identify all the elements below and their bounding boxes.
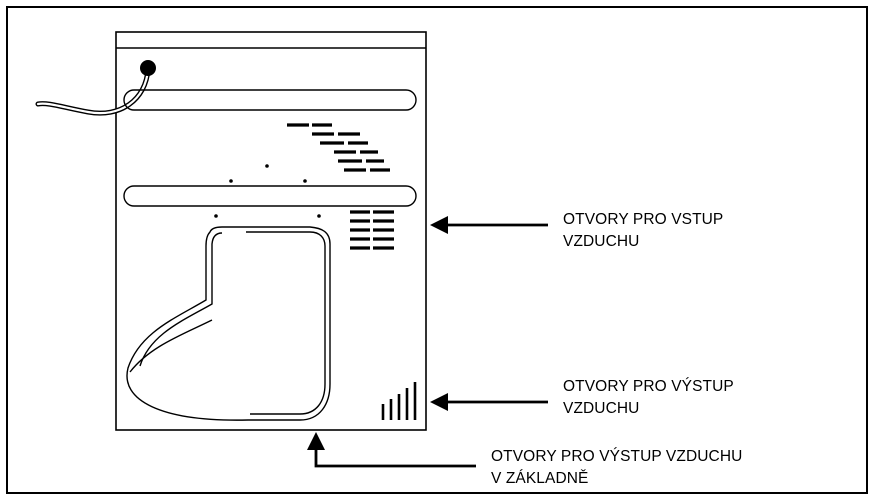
screw-dots [214,164,321,218]
label-air-outlet-line1: OTVORY PRO VÝSTUP [563,378,734,395]
label-base-outlet: OTVORY PRO VÝSTUP VZDUCHU V ZÁKLADNĚ [491,446,742,490]
label-base-outlet-line1: OTVORY PRO VÝSTUP VZDUCHU [491,448,743,465]
diagram-frame [6,6,868,494]
appliance-outline [115,31,427,431]
air-inlet-vents [350,210,394,250]
label-base-outlet-line2: V ZÁKLADNĚ [491,470,589,487]
label-air-inlet-line1: OTVORY PRO VSTUP [563,211,724,228]
label-air-outlet: OTVORY PRO VÝSTUP VZDUCHU [563,376,734,420]
arrow-base-outlet [307,432,476,468]
label-air-outlet-line2: VZDUCHU [563,400,640,417]
upper-slot [123,89,417,111]
middle-slot [123,185,417,207]
arrow-air-outlet [430,393,548,411]
upper-vent-grille [287,123,390,172]
air-outlet-vents [381,382,417,420]
foot-cavity-outline [126,226,331,421]
cord-plug-icon [140,60,156,76]
label-air-inlet-line2: VZDUCHU [563,233,640,250]
label-air-inlet: OTVORY PRO VSTUP VZDUCHU [563,209,723,253]
power-cord [35,60,156,116]
appliance-body [115,31,427,431]
arrow-air-inlet [430,216,548,234]
